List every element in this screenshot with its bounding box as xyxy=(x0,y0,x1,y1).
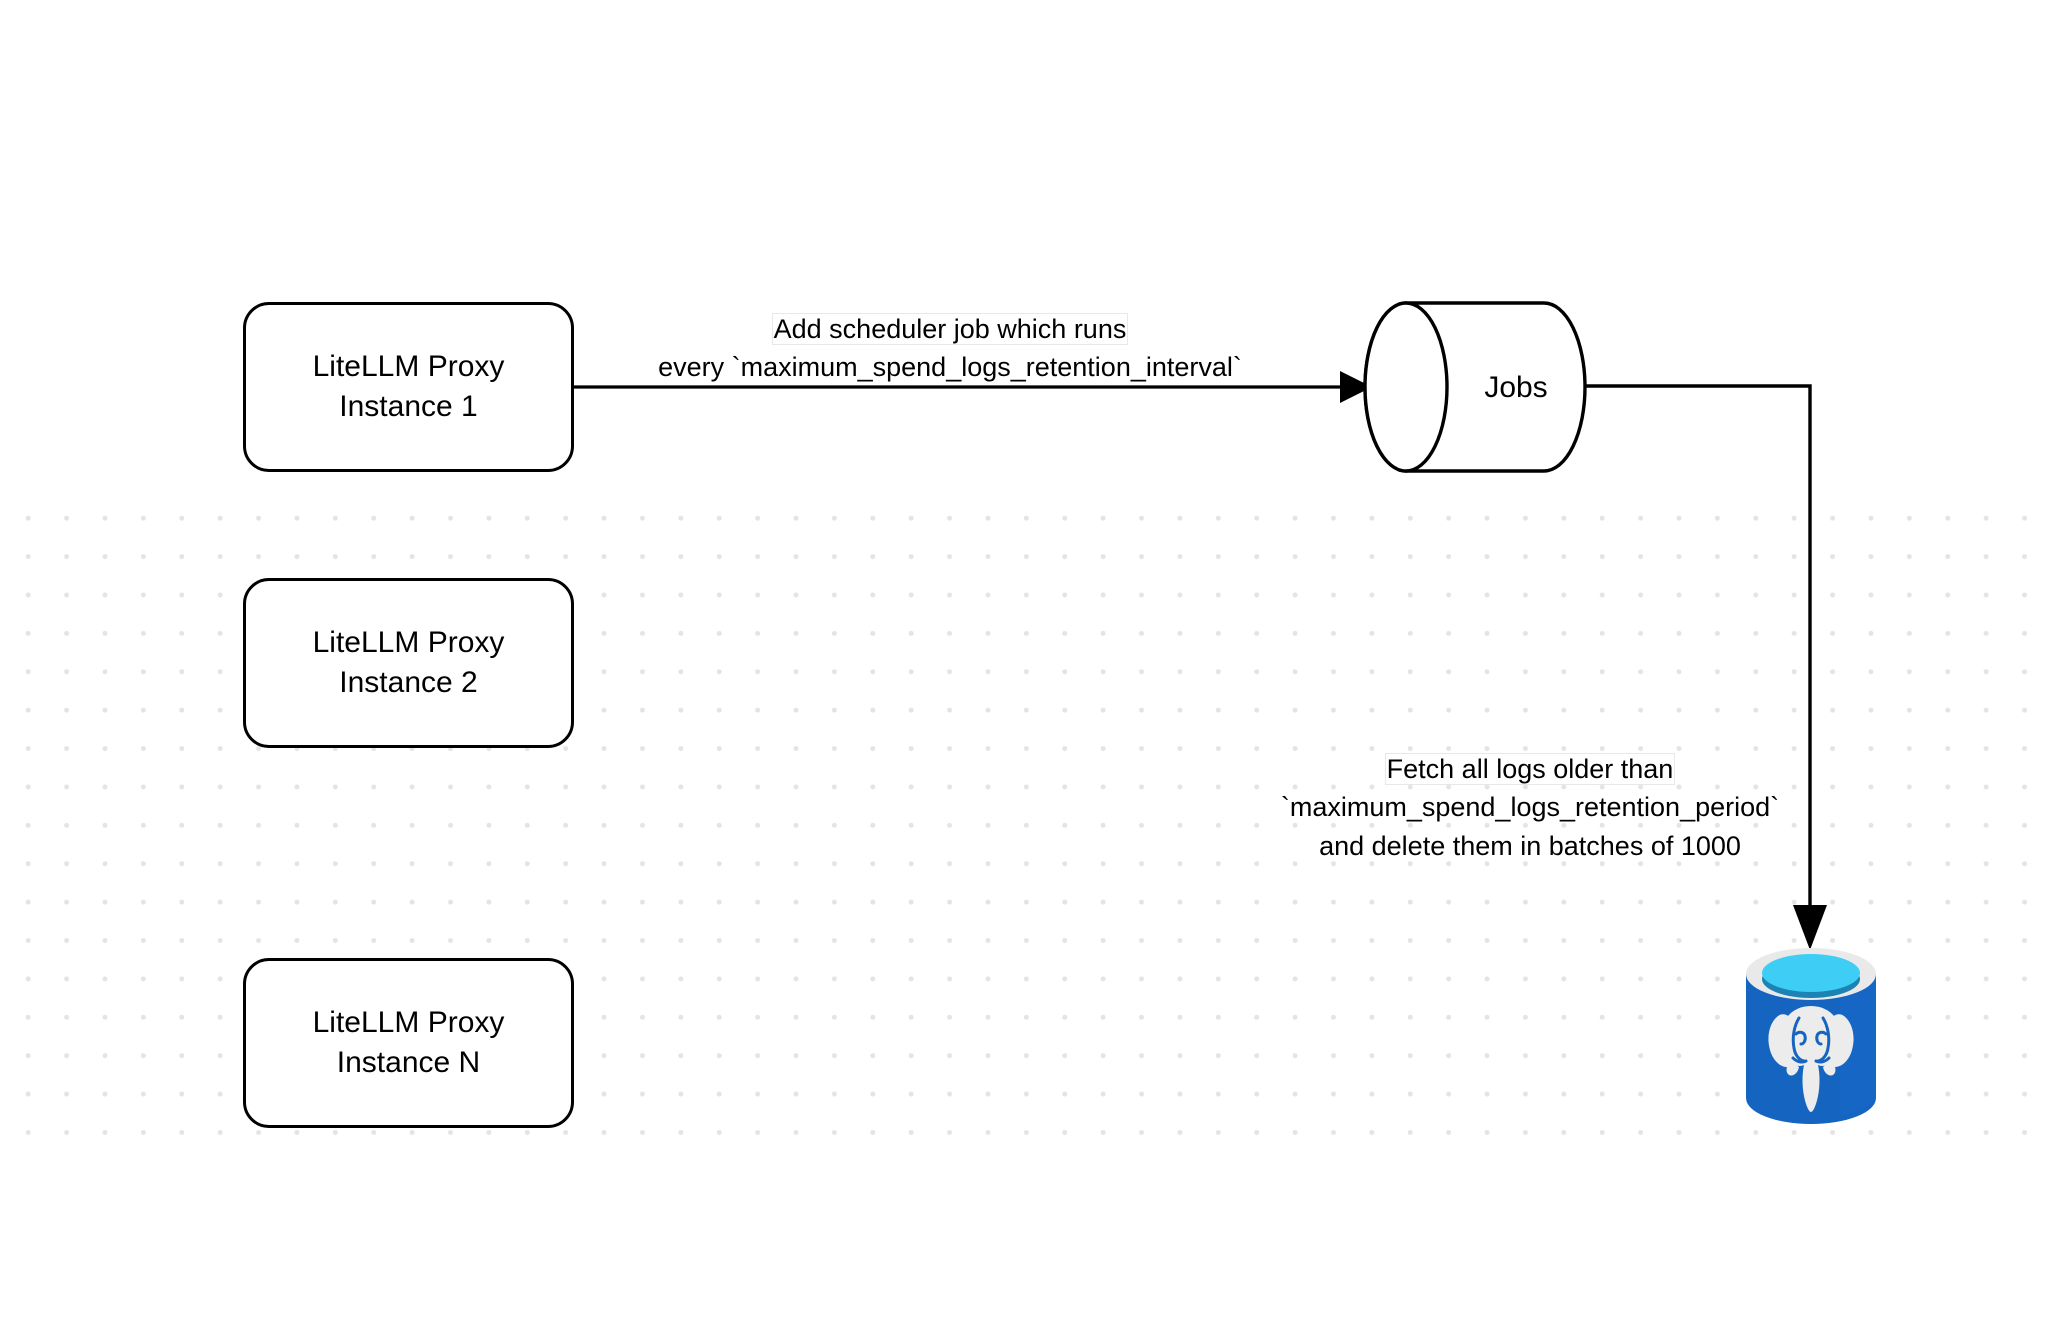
edge-label-highlight: Add scheduler job which runs xyxy=(772,314,1128,344)
node-litellm-proxy-instance-2[interactable]: LiteLLM Proxy Instance 2 xyxy=(243,578,574,748)
node-label-line-1: LiteLLM Proxy xyxy=(312,349,505,383)
postgresql-database-icon xyxy=(1746,948,1876,1124)
node-label-line-2: Instance 1 xyxy=(339,390,478,423)
node-jobs-cylinder[interactable]: Jobs xyxy=(1363,300,1587,475)
elephant-detail-strokes xyxy=(1791,1016,1831,1064)
edge-label-line-3: and delete them in batches of 1000 xyxy=(1319,830,1741,861)
node-litellm-proxy-instance-n[interactable]: LiteLLM Proxy Instance N xyxy=(243,958,574,1128)
edge-label-highlight: Fetch all logs older than xyxy=(1385,754,1675,784)
edge-label-line-2: `maximum_spend_logs_retention_period` xyxy=(1280,792,1780,823)
edge-scheduler-line xyxy=(574,371,1372,403)
edge-label-fetch: Fetch all logs older than `maximum_spend… xyxy=(1250,750,1810,865)
node-label-line-1: LiteLLM Proxy xyxy=(312,1005,505,1039)
edge-fetch-line xyxy=(1586,384,1827,950)
node-litellm-proxy-instance-1[interactable]: LiteLLM Proxy Instance 1 xyxy=(243,302,574,472)
edge-label-line-1: Add scheduler job which runs xyxy=(600,310,1300,348)
jobs-cylinder-shape xyxy=(1363,301,1587,473)
edge-label-line-2: every `maximum_spend_logs_retention_inte… xyxy=(658,352,1242,383)
elephant-tusks xyxy=(1786,1060,1836,1076)
edge-label-line-1: Fetch all logs older than xyxy=(1250,750,1810,788)
node-postgres-database[interactable] xyxy=(1744,946,1878,1128)
node-label-line-1: LiteLLM Proxy xyxy=(312,625,505,659)
node-label-line-2: Instance 2 xyxy=(339,666,478,699)
node-label-line-2: Instance N xyxy=(336,1046,481,1079)
edge-label-scheduler: Add scheduler job which runs every `maxi… xyxy=(600,310,1300,387)
node-jobs-label: Jobs xyxy=(1484,370,1548,404)
